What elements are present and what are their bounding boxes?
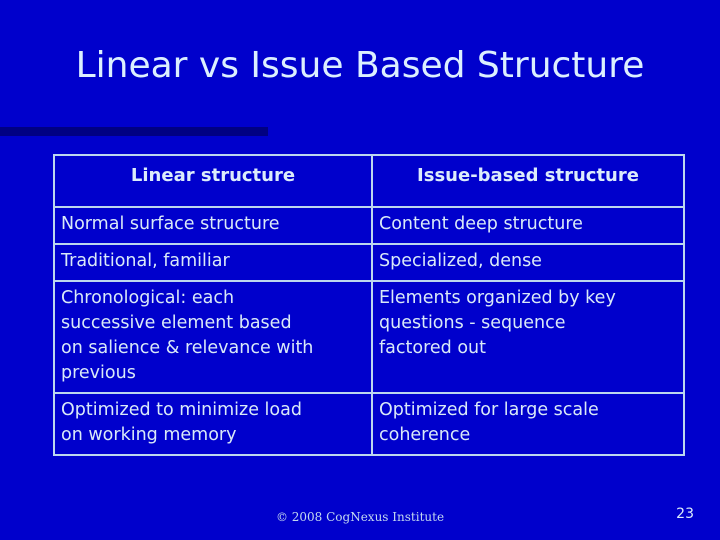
title-divider-bar [0, 127, 268, 136]
page-title: Linear vs Issue Based Structure [75, 45, 645, 86]
table-row: Optimized to minimize load on working me… [53, 392, 685, 456]
comparison-table: Linear structure Issue-based structure N… [53, 154, 685, 456]
table-header-row: Linear structure Issue-based structure [53, 154, 685, 208]
cell-text: Optimized for large scale coherence [379, 400, 599, 445]
table-cell-left: Traditional, familiar [53, 243, 373, 282]
table-row: Normal surface structure Content deep st… [53, 206, 685, 245]
cell-text: Traditional, familiar [61, 251, 230, 271]
column-header-issue-based: Issue-based structure [371, 154, 685, 208]
cell-text: Optimized to minimize load on working me… [61, 400, 302, 445]
cell-text: Elements organized by key questions - se… [379, 288, 616, 358]
column-header-linear: Linear structure [53, 154, 373, 208]
cell-text: Normal surface structure [61, 214, 280, 234]
page-number: 23 [676, 506, 694, 522]
table-row: Traditional, familiar Specialized, dense [53, 243, 685, 282]
cell-text: Content deep structure [379, 214, 583, 234]
table-cell-left: Normal surface structure [53, 206, 373, 245]
table-cell-left: Chronological: each successive element b… [53, 280, 373, 394]
table-cell-right: Content deep structure [371, 206, 685, 245]
cell-text: Chronological: each successive element b… [61, 288, 314, 383]
cell-text: Specialized, dense [379, 251, 542, 271]
table-row: Chronological: each successive element b… [53, 280, 685, 394]
table-cell-right: Optimized for large scale coherence [371, 392, 685, 456]
table-cell-left: Optimized to minimize load on working me… [53, 392, 373, 456]
table-cell-right: Elements organized by key questions - se… [371, 280, 685, 394]
table-cell-right: Specialized, dense [371, 243, 685, 282]
footer-copyright: © 2008 CogNexus Institute [275, 510, 445, 524]
